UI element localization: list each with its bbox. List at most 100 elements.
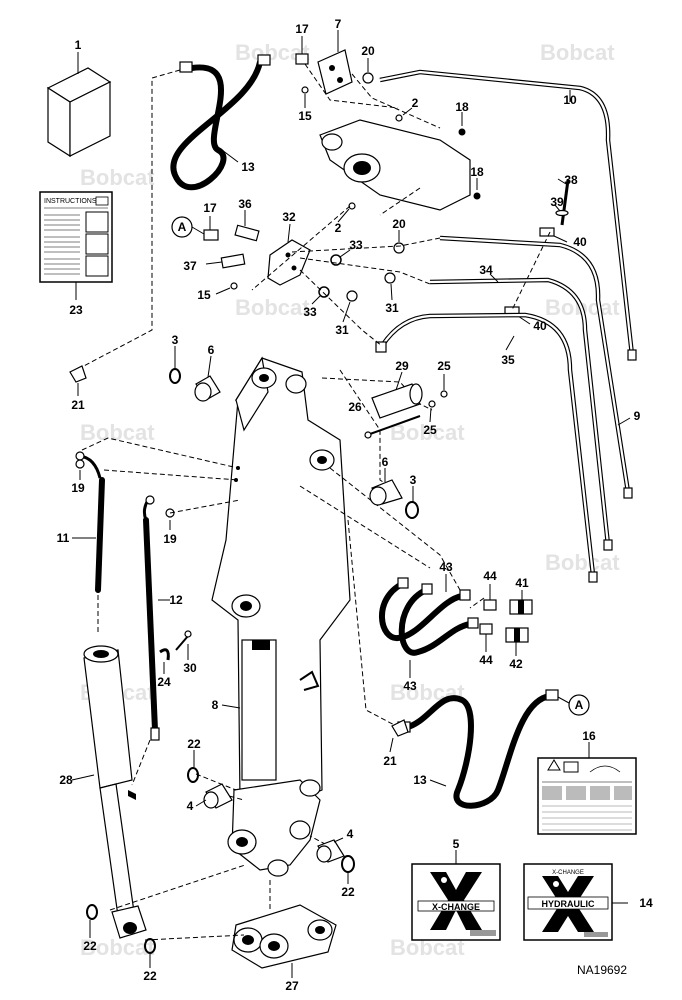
part-17-fitting: [295, 36, 309, 65]
callout-44: 44: [483, 569, 497, 583]
part-19-washer: [75, 459, 175, 530]
callout-42: 42: [509, 657, 523, 671]
boom-pivot-block: [319, 119, 471, 211]
callout-30: 30: [183, 661, 197, 675]
decal-14: X-CHANGE HYDRAULIC: [523, 863, 628, 941]
callout-4: 4: [347, 827, 354, 841]
part-4-bushing-a: [195, 783, 233, 809]
callout-20: 20: [392, 217, 406, 231]
callout-6: 6: [208, 343, 215, 357]
callout-37: 37: [183, 259, 197, 273]
part-17-fitting-mid: [203, 216, 219, 241]
callout-2: 2: [412, 96, 419, 110]
callout-14: 14: [639, 896, 653, 910]
part-31-nut: [342, 272, 396, 323]
part-25-nut: [428, 374, 448, 423]
callout-10: 10: [563, 93, 577, 107]
callout-5: 5: [453, 837, 460, 851]
callout-32: 32: [282, 210, 296, 224]
part-21-fitting-upper: [69, 365, 87, 396]
watermark: Bobcat: [235, 295, 310, 320]
watermark: Bobcat: [80, 165, 155, 190]
callout-43: 43: [439, 560, 453, 574]
watermark: Bobcat: [80, 935, 155, 960]
callout-19: 19: [163, 532, 177, 546]
part-37-fitting: [205, 253, 246, 269]
part-2-fitting: [337, 107, 413, 223]
part-22-ring-b: [341, 855, 355, 884]
callout-33: 33: [303, 305, 317, 319]
callout-16: 16: [582, 729, 596, 743]
detail-ref-a-lower: A: [557, 694, 590, 716]
detail-ref-label: A: [178, 220, 187, 234]
part-6-bushing-upper: [194, 355, 221, 402]
decal-5: X-CHANGE: [411, 850, 501, 941]
callout-38: 38: [564, 173, 578, 187]
callout-40: 40: [533, 319, 547, 333]
callout-7: 7: [335, 17, 342, 31]
tube-35: [375, 312, 598, 583]
callout-43: 43: [403, 679, 417, 693]
hose-43: [379, 574, 479, 678]
callout-21: 21: [71, 398, 85, 412]
callout-25: 25: [437, 359, 451, 373]
callout-17: 17: [295, 22, 309, 36]
callout-18: 18: [470, 165, 484, 179]
callout-35: 35: [501, 353, 515, 367]
boom-bottom-linkage: [227, 779, 321, 877]
callout-27: 27: [285, 979, 299, 993]
part-29-pin: [371, 371, 423, 419]
callout-34: 34: [479, 263, 493, 277]
part-26-bolt: [364, 415, 421, 439]
part-30-bolt: [175, 630, 192, 660]
tube-9: [439, 235, 633, 499]
watermark: Bobcat: [80, 420, 155, 445]
part-20-nut-mid: [393, 230, 405, 254]
callout-31: 31: [385, 301, 399, 315]
part-6-bushing-lower: [369, 468, 403, 506]
callout-20: 20: [361, 44, 375, 58]
callout-1: 1: [75, 38, 82, 52]
part-27-link: [231, 904, 337, 978]
callout-36: 36: [238, 197, 252, 211]
part-44-adapter: [479, 584, 497, 652]
watermark: Bobcat: [545, 550, 620, 575]
decal-5-label: X-CHANGE: [432, 902, 480, 912]
callout-39: 39: [550, 195, 564, 209]
decal-14-top-label: X-CHANGE: [552, 870, 584, 876]
part-23-instructions: INSTRUCTIONS: [39, 191, 113, 300]
part-21-fitting-lower: [389, 719, 409, 753]
callout-17: 17: [203, 201, 217, 215]
callout-9: 9: [634, 409, 641, 423]
callout-22: 22: [143, 969, 157, 983]
callout-6: 6: [382, 455, 389, 469]
callout-41: 41: [515, 576, 529, 590]
hose-12: [142, 495, 170, 741]
part-22-ring-c: [86, 904, 98, 938]
part-39-washer: [554, 204, 569, 217]
part-15-plug-upper: [301, 86, 309, 108]
callout-19: 19: [71, 481, 85, 495]
callout-23: 23: [69, 303, 83, 317]
callout-8: 8: [212, 698, 219, 712]
dashed-leaders-upper: [79, 63, 441, 369]
callout-33: 33: [349, 238, 363, 252]
part-3-ring-upper: [169, 346, 181, 384]
callout-2: 2: [335, 221, 342, 235]
callouts: 1 23 17 7 20 10 15 2 18 13 18 38 39 40 1…: [57, 17, 653, 993]
part-8-boom: [211, 356, 351, 813]
callout-29: 29: [395, 359, 409, 373]
callout-11: 11: [57, 531, 70, 545]
detail-ref-a-upper: A: [171, 216, 205, 238]
part-18-plug: [458, 112, 481, 200]
hose-11: [72, 451, 105, 593]
part-38-bolt: [557, 178, 570, 226]
callout-44: 44: [479, 653, 493, 667]
watermark: Bobcat: [390, 420, 465, 445]
callout-15: 15: [298, 109, 312, 123]
callout-28: 28: [59, 773, 73, 787]
callout-26: 26: [348, 400, 362, 414]
part-15-plug-mid: [215, 282, 238, 295]
callout-3: 3: [172, 333, 179, 347]
